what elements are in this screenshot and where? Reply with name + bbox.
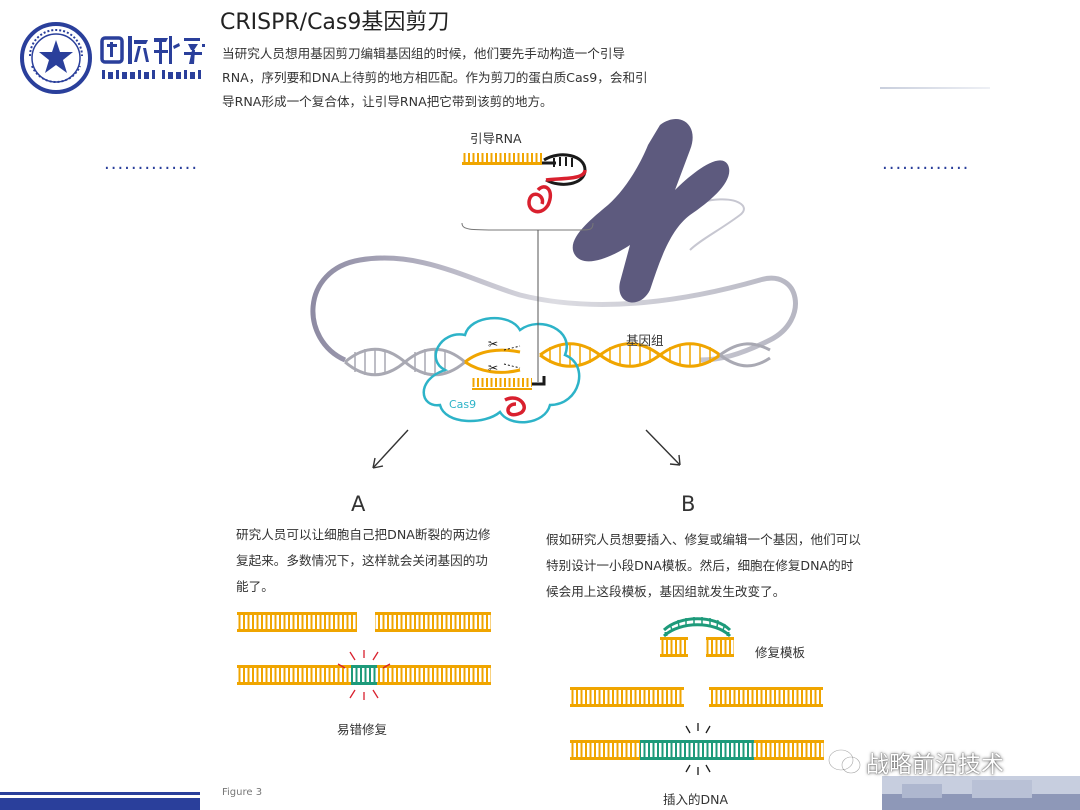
guide-rna-icon [461, 153, 594, 382]
gray-divider-line [880, 87, 990, 89]
figure-title: CRISPR/Cas9基因剪刀 [220, 10, 450, 35]
wechat-icon [828, 749, 861, 774]
option-b-text: 假如研究人员想要插入、修复或编辑一个基因，他们可以特别设计一小段DNA模板。然后… [546, 532, 861, 599]
inserted-dna-label: 插入的DNA [663, 792, 729, 807]
genome-label: 基因组 [626, 333, 664, 348]
guide-rna-label: 引导RNA [470, 131, 522, 146]
watermark-text: 战略前沿技术 [866, 752, 1004, 778]
dotted-divider-left: .............. [104, 153, 199, 174]
cas9-complex: ✂ ✂ [422, 316, 581, 424]
cas9-label: Cas9 [449, 398, 477, 411]
arrows [372, 429, 681, 469]
repair-template-label: 修复模板 [755, 645, 806, 660]
repair-template-icon [660, 617, 734, 657]
genome-loop [310, 198, 798, 363]
option-a-text: 研究人员可以让细胞自己把DNA断裂的两边修复起来。多数情况下，这样就会关闭基因的… [236, 527, 491, 594]
arrow-down-right-icon [645, 429, 681, 466]
option-b-diagram [570, 617, 824, 775]
scissors-icon: ✂ [488, 337, 498, 351]
intro-paragraph: 当研究人员想用基因剪刀编辑基因组的时候，他们要先手动构造一个引导RNA，序列要和… [222, 46, 648, 109]
chromosome-icon [572, 119, 730, 303]
genome-helix [344, 342, 771, 377]
dotted-divider-right: ............. [882, 153, 970, 174]
error-prone-repair-label: 易错修复 [337, 722, 388, 737]
scissors-icon: ✂ [488, 361, 498, 375]
campus-photo [882, 776, 1080, 810]
figure-number: Figure 3 [222, 787, 263, 798]
bottom-stripe [0, 792, 200, 810]
option-b-letter: B [681, 492, 696, 516]
option-a-letter: A [351, 492, 366, 516]
option-a-diagram [237, 612, 491, 700]
arrow-down-left-icon [372, 429, 409, 469]
